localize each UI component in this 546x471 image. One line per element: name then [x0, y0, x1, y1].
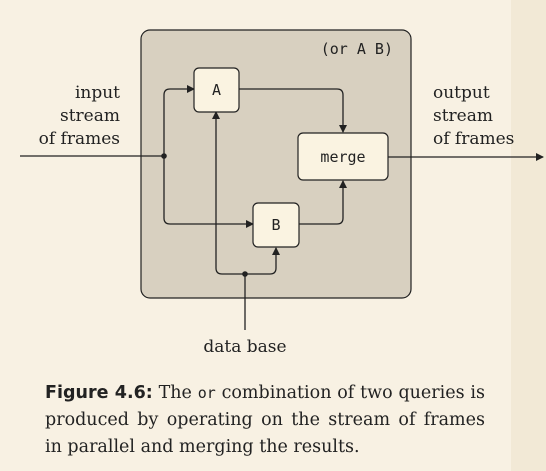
output-label-line-1: output: [433, 83, 490, 103]
container-label: (or A B): [321, 40, 393, 58]
output-label-line-3: of frames: [433, 129, 514, 149]
box-b: [252, 202, 300, 248]
database-to-b: [245, 247, 280, 275]
input-label-line-3: of frames: [39, 129, 120, 149]
input-label-line-1: input: [75, 83, 120, 103]
path-to-b: [163, 156, 254, 228]
caption-code-or: or: [197, 384, 216, 402]
box-merge-label: merge: [320, 148, 365, 166]
page-margin-strip: [511, 0, 546, 471]
database-to-a: [212, 111, 245, 275]
connectors: [20, 85, 544, 330]
box-a: [193, 67, 240, 113]
figure-number: Figure 4.6:: [45, 383, 153, 403]
path-b-to-merge: [299, 180, 347, 225]
input-junction-dot: [161, 153, 167, 159]
caption-text-after: combination of two queries is produced b…: [45, 383, 485, 457]
output-label-line-2: stream: [433, 106, 493, 126]
database-junction-dot: [242, 271, 248, 277]
database-label: data base: [203, 337, 286, 357]
box-merge: [297, 132, 389, 181]
box-a-label: A: [212, 81, 221, 99]
path-to-a: [163, 85, 195, 156]
path-a-to-merge: [239, 88, 347, 133]
input-label-line-2: stream: [60, 106, 120, 126]
box-b-label: B: [271, 216, 280, 234]
caption-text-before: The: [158, 383, 192, 403]
figure-caption: Figure 4.6: The or combination of two qu…: [45, 380, 485, 461]
